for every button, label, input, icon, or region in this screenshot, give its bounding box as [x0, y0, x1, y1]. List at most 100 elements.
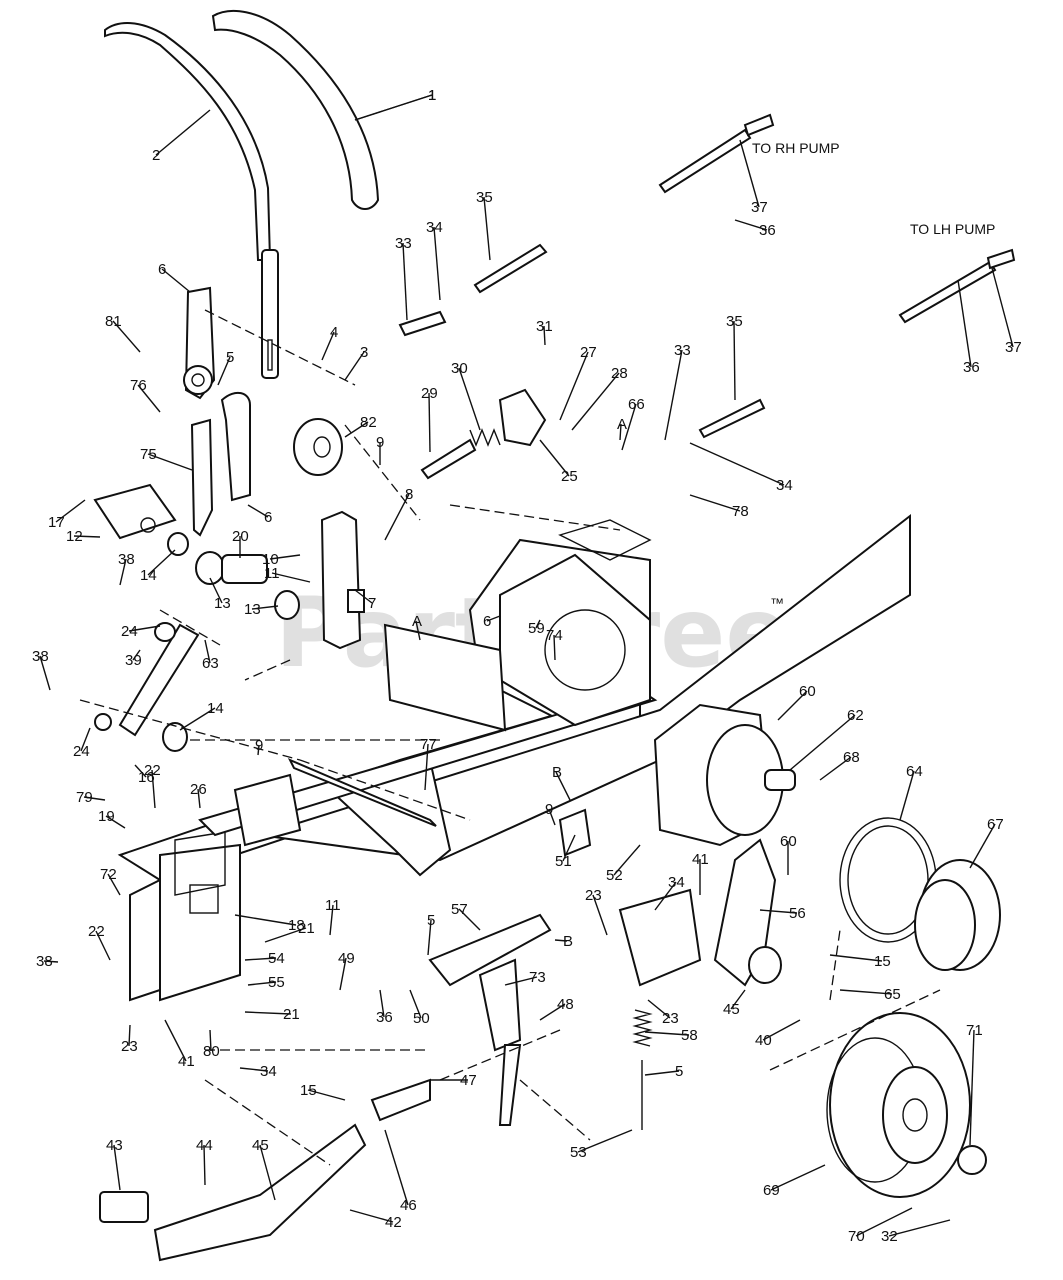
callout-B: B: [563, 933, 573, 950]
callout-6: 6: [158, 261, 166, 278]
callout-leader: [644, 1031, 690, 1036]
callout-leader: [164, 1019, 187, 1062]
callout-14: 14: [140, 567, 157, 584]
callout-36: 36: [759, 222, 776, 239]
callout-leader: [539, 439, 570, 477]
callout-37: 37: [751, 199, 768, 216]
callout-leader: [571, 372, 620, 431]
callout-leader: [354, 94, 433, 121]
callout-75: 75: [140, 446, 157, 463]
bracket-57: [428, 913, 552, 1052]
callout-60: 60: [799, 683, 816, 700]
callout-38: 38: [36, 953, 53, 970]
callout-38: 38: [32, 648, 49, 665]
callout-21: 21: [298, 920, 315, 937]
callout-leader: [354, 589, 373, 604]
callout-10: 10: [262, 551, 279, 568]
watermark-tm: ™: [770, 595, 784, 611]
callout-60: 60: [780, 833, 797, 850]
shaft-77: [287, 758, 437, 827]
callout-leader: [619, 423, 622, 441]
callout-4: 4: [330, 324, 338, 341]
callout-A: A: [617, 416, 627, 433]
link-75: [190, 418, 214, 537]
caption-to-lh-pump: TO LH PUMP: [910, 221, 995, 237]
callout-62: 62: [847, 707, 864, 724]
callout-54: 54: [268, 950, 285, 967]
callout-leader: [209, 577, 223, 604]
callout-leader: [739, 139, 760, 208]
callout-45: 45: [723, 1001, 740, 1018]
callout-leader: [119, 558, 127, 586]
callout-leader: [39, 655, 51, 691]
callout-A: A: [412, 613, 422, 630]
bracket-A-plate: [383, 623, 507, 732]
callout-32: 32: [881, 1228, 898, 1245]
callout-35: 35: [726, 313, 743, 330]
callout-47: 47: [460, 1072, 477, 1089]
callout-leader: [428, 392, 431, 453]
callout-leader: [321, 331, 335, 361]
callout-34: 34: [260, 1063, 277, 1080]
callout-63: 63: [202, 655, 219, 672]
callout-13: 13: [214, 595, 231, 612]
callout-leader: [329, 904, 334, 936]
callout-14: 14: [207, 700, 224, 717]
callout-leader: [128, 1024, 131, 1047]
callout-leader: [762, 1019, 801, 1041]
callout-leader: [161, 268, 191, 293]
callout-leader: [819, 756, 852, 781]
callout-66: 66: [628, 396, 645, 413]
callout-30: 30: [451, 360, 468, 377]
callout-leader: [244, 1011, 292, 1015]
callout-13: 13: [244, 601, 261, 618]
callout-36: 36: [963, 359, 980, 376]
callout-41: 41: [692, 851, 709, 868]
callout-53: 53: [570, 1144, 587, 1161]
callout-70: 70: [848, 1228, 865, 1245]
callout-55: 55: [268, 974, 285, 991]
callout-1: 1: [428, 87, 436, 104]
callout-leader: [264, 927, 307, 943]
callout-leader: [504, 976, 538, 986]
callout-leader: [132, 649, 141, 661]
callout-42: 42: [385, 1214, 402, 1231]
callout-leader: [592, 894, 608, 936]
callout-leader: [234, 914, 297, 926]
callout-9: 9: [255, 737, 263, 754]
callout-leader: [770, 1164, 826, 1191]
callout-leader: [137, 384, 161, 413]
callout-17: 17: [48, 514, 65, 531]
callout-leader: [384, 1129, 409, 1206]
callout-leader: [733, 320, 736, 401]
callout-29: 29: [421, 385, 438, 402]
callout-44: 44: [196, 1137, 213, 1154]
spacer-82: [293, 418, 343, 476]
callout-leader: [957, 279, 972, 368]
callout-leader: [458, 908, 481, 931]
callout-leader: [577, 1129, 633, 1153]
handle-lower-bar: [261, 249, 279, 379]
callout-leader: [789, 714, 856, 771]
callout-leader: [112, 320, 141, 353]
callout-leader: [379, 989, 385, 1018]
callout-72: 72: [100, 866, 117, 883]
callout-24: 24: [121, 623, 138, 640]
callout-leader: [777, 690, 808, 721]
callout-leader: [734, 219, 768, 231]
callout-52: 52: [606, 867, 623, 884]
gas-spring-39: [94, 622, 200, 737]
callout-leader: [259, 1144, 276, 1201]
callout-23: 23: [121, 1038, 138, 1055]
callout-11: 11: [325, 897, 341, 914]
callout-leader: [239, 1067, 269, 1072]
pivot-plate-7: [320, 510, 365, 650]
callout-21: 21: [283, 1006, 300, 1023]
callout-64: 64: [906, 763, 923, 780]
callout-73: 73: [529, 969, 546, 986]
callout-38: 38: [118, 551, 135, 568]
callout-leader: [55, 499, 86, 523]
callout-31: 31: [536, 318, 553, 335]
callout-leader: [147, 453, 193, 471]
